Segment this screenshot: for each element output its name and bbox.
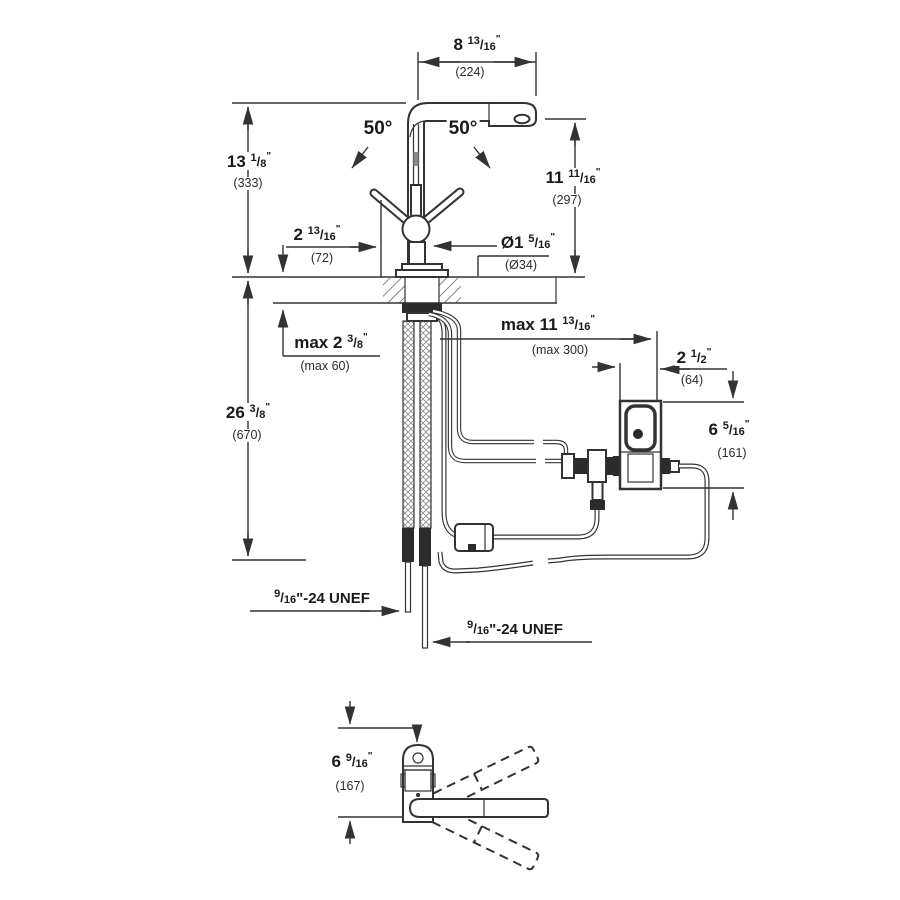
swivel-range-lower — [419, 799, 540, 871]
label-spout-reach: 8 13/16" — [451, 34, 503, 54]
label-box-width: 2 1/2" — [674, 347, 714, 367]
label-outlet-height-metric: (297) — [550, 193, 584, 207]
dim-max-deck-thickness — [277, 245, 380, 357]
dim-max-box-distance — [440, 331, 658, 401]
hose-weight — [454, 523, 494, 552]
label-max-deck-thickness-metric: (max 60) — [298, 359, 352, 373]
label-max-deck-thickness: max 2 3/8" — [292, 332, 370, 352]
label-body-diameter-metric: (Ø34) — [503, 258, 539, 272]
label-box-height: 6 5/16" — [706, 419, 752, 439]
dim-box-height — [663, 371, 744, 520]
label-box-height-metric: (161) — [715, 446, 749, 460]
control-box — [613, 399, 680, 491]
supply-hose-right — [419, 320, 432, 649]
label-angle-right: 50° — [446, 118, 480, 139]
label-max-box-distance: max 11 13/16" — [498, 314, 598, 334]
dim-handle-projection — [286, 200, 382, 277]
label-max-box-distance-metric: (max 300) — [529, 343, 591, 357]
dim-spout-depth — [338, 701, 423, 844]
label-thread-spec-left: 9/16"-24 UNEF — [272, 588, 372, 607]
label-below-deck: 26 3/8" — [223, 402, 273, 422]
handle-group — [369, 184, 465, 278]
angle-callout-leaders — [351, 146, 491, 169]
valve-hose-b — [432, 308, 569, 456]
hose-coupling-row — [561, 449, 618, 483]
valve-hose-a — [428, 311, 564, 464]
handle-ball — [401, 214, 431, 244]
label-handle-projection-metric: (72) — [308, 251, 336, 265]
faucet-top-view — [338, 701, 549, 871]
handle-post — [410, 184, 422, 217]
dim-height-to-spout — [232, 102, 406, 274]
label-spout-depth-metric: (167) — [333, 779, 367, 793]
outlet-hose — [437, 463, 710, 574]
dim-spout-reach — [417, 52, 537, 100]
label-height-to-spout: 13 1/8" — [224, 151, 274, 171]
label-box-width-metric: (64) — [678, 373, 706, 387]
label-height-to-spout-metric: (333) — [231, 176, 265, 190]
top-view-spout — [408, 798, 549, 818]
supply-hose-left — [402, 320, 415, 613]
label-body-diameter: Ø1 5/16" — [498, 232, 558, 252]
label-angle-left: 50° — [361, 118, 395, 139]
dim-body-diameter — [433, 240, 549, 276]
label-outlet-height: 11 11/16" — [543, 167, 603, 187]
label-spout-reach-metric: (224) — [453, 65, 487, 79]
dim-box-width — [592, 361, 727, 401]
label-handle-projection: 2 13/16" — [291, 224, 343, 244]
swivel-range-upper — [419, 745, 540, 817]
label-spout-depth: 6 9/16" — [329, 751, 375, 771]
countertop-section — [232, 276, 585, 304]
label-below-deck-metric: (670) — [230, 428, 264, 442]
spray-head-outlet — [513, 113, 531, 125]
spray-hose-loop — [435, 313, 605, 552]
label-thread-spec-right: 9/16"-24 UNEF — [465, 619, 565, 638]
